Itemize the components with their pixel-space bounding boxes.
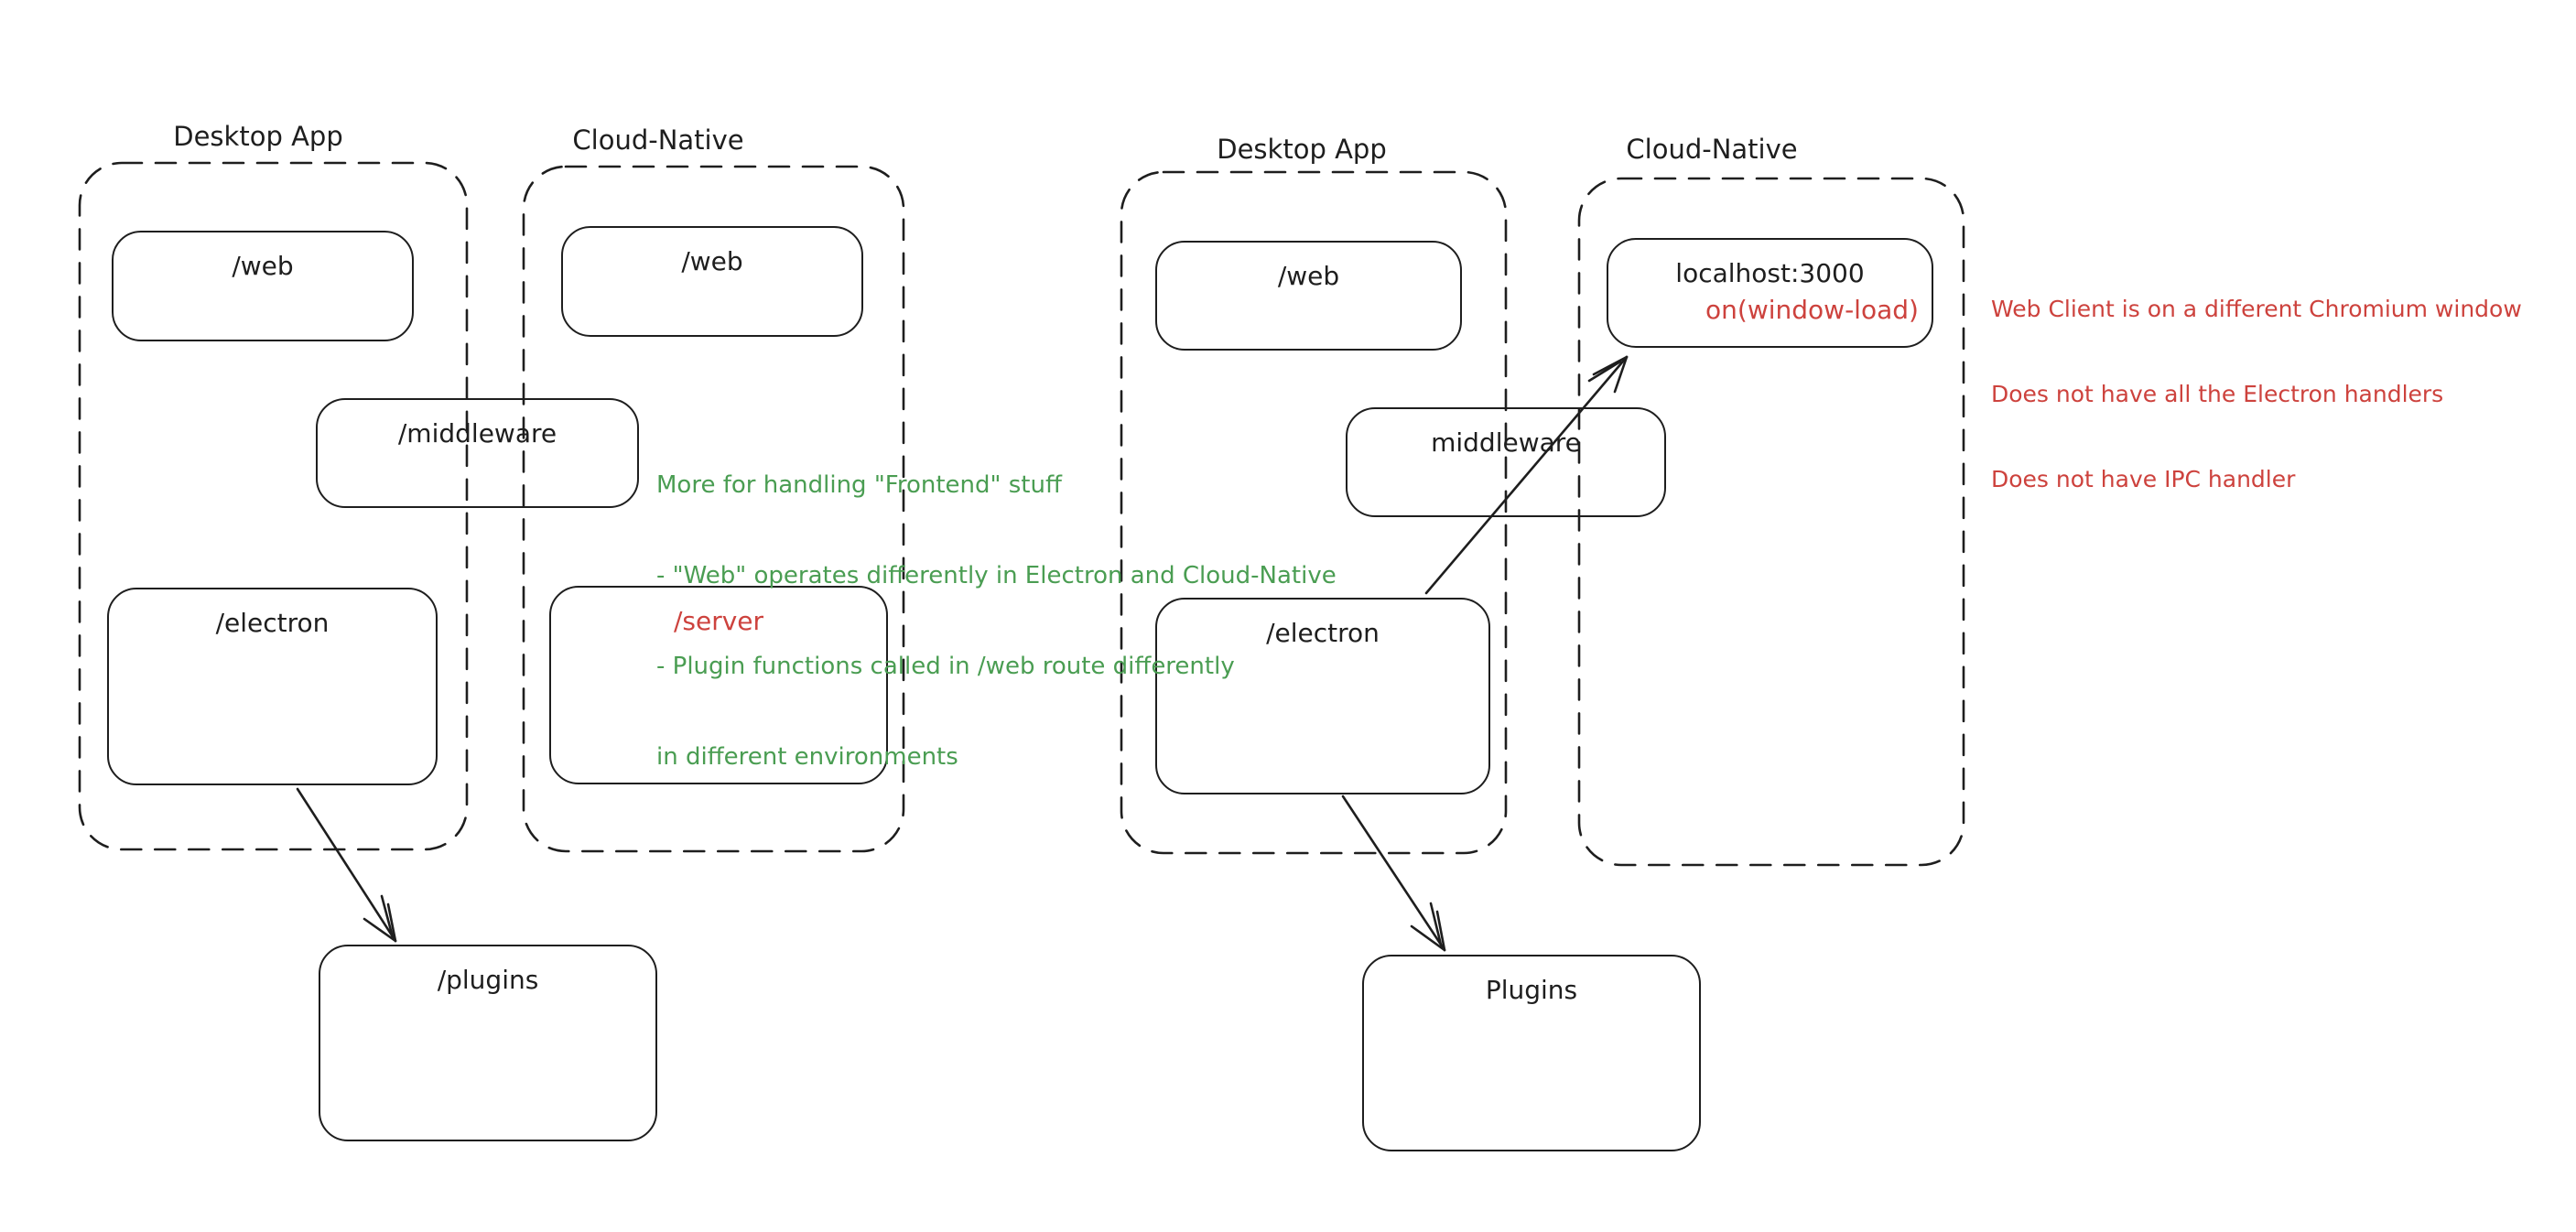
container-left-desktop-app [78, 161, 469, 851]
left-desktop-web-box: /web [112, 231, 414, 341]
right-plugins-box: Plugins [1362, 955, 1701, 1151]
note-line: Web Client is on a different Chromium wi… [1991, 296, 2522, 322]
right-plugins-label: Plugins [1485, 975, 1578, 1005]
right-desktop-web-box: /web [1155, 241, 1462, 351]
right-on-window-load-label: on(window-load) [1705, 295, 1919, 325]
right-desktop-web-label: /web [1277, 261, 1340, 291]
left-plugins-box: /plugins [319, 945, 657, 1141]
right-localhost-box: localhost:3000 on(window-load) [1607, 238, 1933, 348]
arrow-right-electron-to-localhost [1424, 355, 1629, 595]
left-cloud-native-title: Cloud-Native [572, 124, 744, 156]
right-localhost-label: localhost:3000 [1675, 258, 1865, 288]
left-electron-box: /electron [107, 588, 438, 785]
left-frontend-note: More for handling "Frontend" stuff - "We… [656, 410, 1337, 833]
note-line: - "Web" operates differently in Electron… [656, 562, 1337, 589]
right-electron-label: /electron [1266, 618, 1380, 648]
left-electron-label: /electron [215, 608, 330, 638]
right-middleware-box: middleware [1346, 407, 1666, 517]
arrow-left-electron-to-plugins [296, 787, 397, 943]
right-desktop-app-title: Desktop App [1217, 134, 1387, 165]
right-web-client-note: Web Client is on a different Chromium wi… [1991, 238, 2522, 550]
note-line: Does not have IPC handler [1991, 466, 2296, 492]
right-cloud-native-title: Cloud-Native [1626, 134, 1798, 165]
left-middleware-label: /middleware [397, 418, 557, 448]
note-line: in different environments [656, 743, 958, 771]
container-right-cloud-native [1577, 177, 1965, 867]
left-desktop-web-label: /web [232, 251, 294, 281]
container-right-desktop-app [1120, 170, 1508, 855]
container-left-cloud-native [522, 165, 905, 853]
left-cloud-web-label: /web [681, 246, 743, 276]
arrow-right-electron-to-plugins [1341, 794, 1446, 952]
right-electron-box: /electron [1155, 598, 1490, 794]
left-server-label: /server [673, 606, 764, 636]
right-middleware-label: middleware [1431, 427, 1581, 458]
left-plugins-label: /plugins [437, 965, 539, 995]
left-cloud-web-box: /web [561, 226, 863, 337]
left-desktop-app-title: Desktop App [173, 121, 343, 152]
left-server-box: /server [549, 586, 888, 784]
note-line: Does not have all the Electron handlers [1991, 381, 2444, 407]
note-line: More for handling "Frontend" stuff [656, 471, 1062, 499]
left-middleware-box: /middleware [316, 398, 639, 508]
note-line: - Plugin functions called in /web route … [656, 653, 1235, 680]
